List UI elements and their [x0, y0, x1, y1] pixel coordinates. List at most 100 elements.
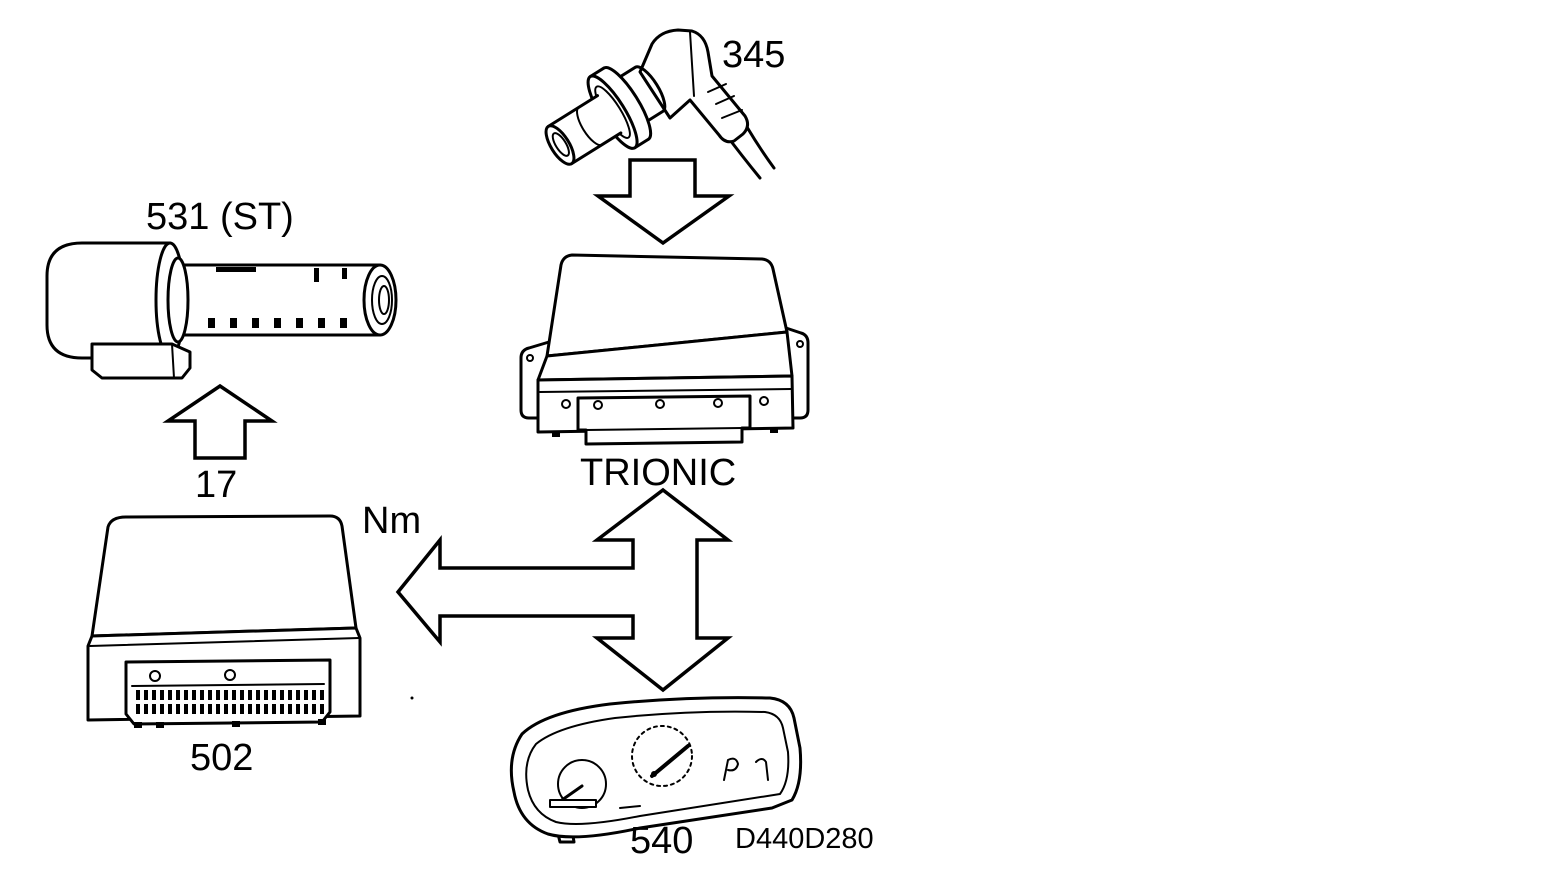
module-foot [134, 722, 142, 728]
connector-pin [256, 704, 260, 714]
label-control-module: 502 [190, 737, 253, 779]
module-screw [149, 670, 161, 682]
ecu-bolt [561, 399, 571, 409]
cluster-bezel [525, 710, 790, 825]
connector-pin [200, 690, 204, 700]
ecu-bracket-left [519, 340, 551, 420]
module-connector-divider [131, 683, 325, 687]
connector-pin [224, 704, 228, 714]
connector-pin [176, 690, 180, 700]
solenoid-slot [252, 318, 259, 328]
label-instrument-cluster: 540 [630, 820, 693, 862]
trionic-ecu [519, 253, 810, 446]
solenoid-tube-edges [176, 263, 382, 337]
connector-pin [144, 704, 148, 714]
connector-pin [216, 704, 220, 714]
solenoid-tube-bore [378, 285, 390, 315]
solenoid-slot [296, 318, 303, 328]
connector-pin [248, 704, 252, 714]
connector-pin [312, 690, 316, 700]
ecu-screw [593, 400, 603, 410]
connector-pin [144, 690, 148, 700]
solenoid-slot [318, 318, 325, 328]
connector-pin [184, 690, 188, 700]
label-sensor: 345 [722, 34, 785, 76]
sensor-connector-seam [689, 31, 695, 97]
module-connector-pins [136, 690, 324, 714]
solenoid-collar-inner [166, 256, 190, 344]
connector-pin [176, 704, 180, 714]
solenoid-slot [216, 267, 256, 272]
label-signal: 17 [195, 464, 237, 506]
connector-pin [288, 704, 292, 714]
connector-pin [232, 690, 236, 700]
figure-code: D440D280 [735, 823, 874, 855]
connector-pin [256, 690, 260, 700]
instrument-cluster-540 [509, 696, 803, 844]
sensor-tip-edges [546, 94, 623, 166]
cluster-trim [619, 805, 641, 809]
solenoid-slots [208, 267, 347, 328]
ecu-foot [770, 427, 778, 433]
arrow-down-sensor-to-ecu [592, 158, 735, 246]
ecu-foot [552, 431, 560, 437]
arrow-ecu-cluster-module [395, 487, 734, 693]
speck [410, 696, 414, 700]
sensor-rear-body [610, 65, 667, 128]
sensor-cable-wire [742, 120, 776, 170]
solenoid-slot [274, 318, 281, 328]
arrow-up-module-to-solenoid [162, 383, 278, 460]
module-foot [156, 722, 164, 728]
connector-pin [208, 690, 212, 700]
label-torque: Nm [362, 500, 421, 542]
connector-pin [264, 704, 268, 714]
solenoid-connector-block [90, 342, 192, 380]
connector-pin [272, 704, 276, 714]
connector-pin [160, 690, 164, 700]
connector-pin [192, 690, 196, 700]
connector-pin [304, 704, 308, 714]
connector-pin [208, 704, 212, 714]
cluster-housing [509, 696, 803, 839]
cluster-left-gauge-needle [560, 784, 584, 802]
cluster-indicator-icon [755, 758, 769, 781]
ecu-connector-edge [585, 427, 743, 431]
ecu-bracket-hole [526, 354, 534, 362]
solenoid-slot [340, 318, 347, 328]
label-solenoid: 531 (ST) [146, 196, 294, 238]
ecu-screw [655, 399, 665, 409]
ecu-bolt [759, 396, 769, 406]
solenoid-tube-ring [371, 275, 393, 325]
ecu-screw [713, 398, 723, 408]
ecu-connector [576, 394, 752, 446]
connector-pin [216, 690, 220, 700]
solenoid-slot [230, 318, 237, 328]
connector-pin [288, 690, 292, 700]
connector-pin [224, 690, 228, 700]
connector-pin [280, 690, 284, 700]
connector-pin [320, 690, 324, 700]
connector-pin [272, 690, 276, 700]
connector-pin [240, 690, 244, 700]
connector-pin [152, 690, 156, 700]
connector-pin [184, 704, 188, 714]
connector-pin [136, 704, 140, 714]
cluster-left-gauge-bar [549, 799, 597, 808]
connector-pin [136, 690, 140, 700]
label-engine-ecu: TRIONIC [580, 452, 736, 494]
control-module-502 [86, 514, 362, 728]
connector-pin [280, 704, 284, 714]
connector-pin [240, 704, 244, 714]
cluster-center-gauge-needle [650, 744, 690, 778]
sensor-connector-ribs [707, 83, 743, 119]
cluster-center-gauge-hub [651, 771, 657, 777]
connector-pin [160, 704, 164, 714]
connector-pin [296, 704, 300, 714]
module-screw [224, 669, 236, 681]
module-lip [89, 637, 360, 647]
sensor-345 [544, 28, 776, 180]
connector-pin [168, 704, 172, 714]
cluster-center-gauge [631, 725, 693, 787]
ecu-bracket-right [784, 326, 810, 420]
